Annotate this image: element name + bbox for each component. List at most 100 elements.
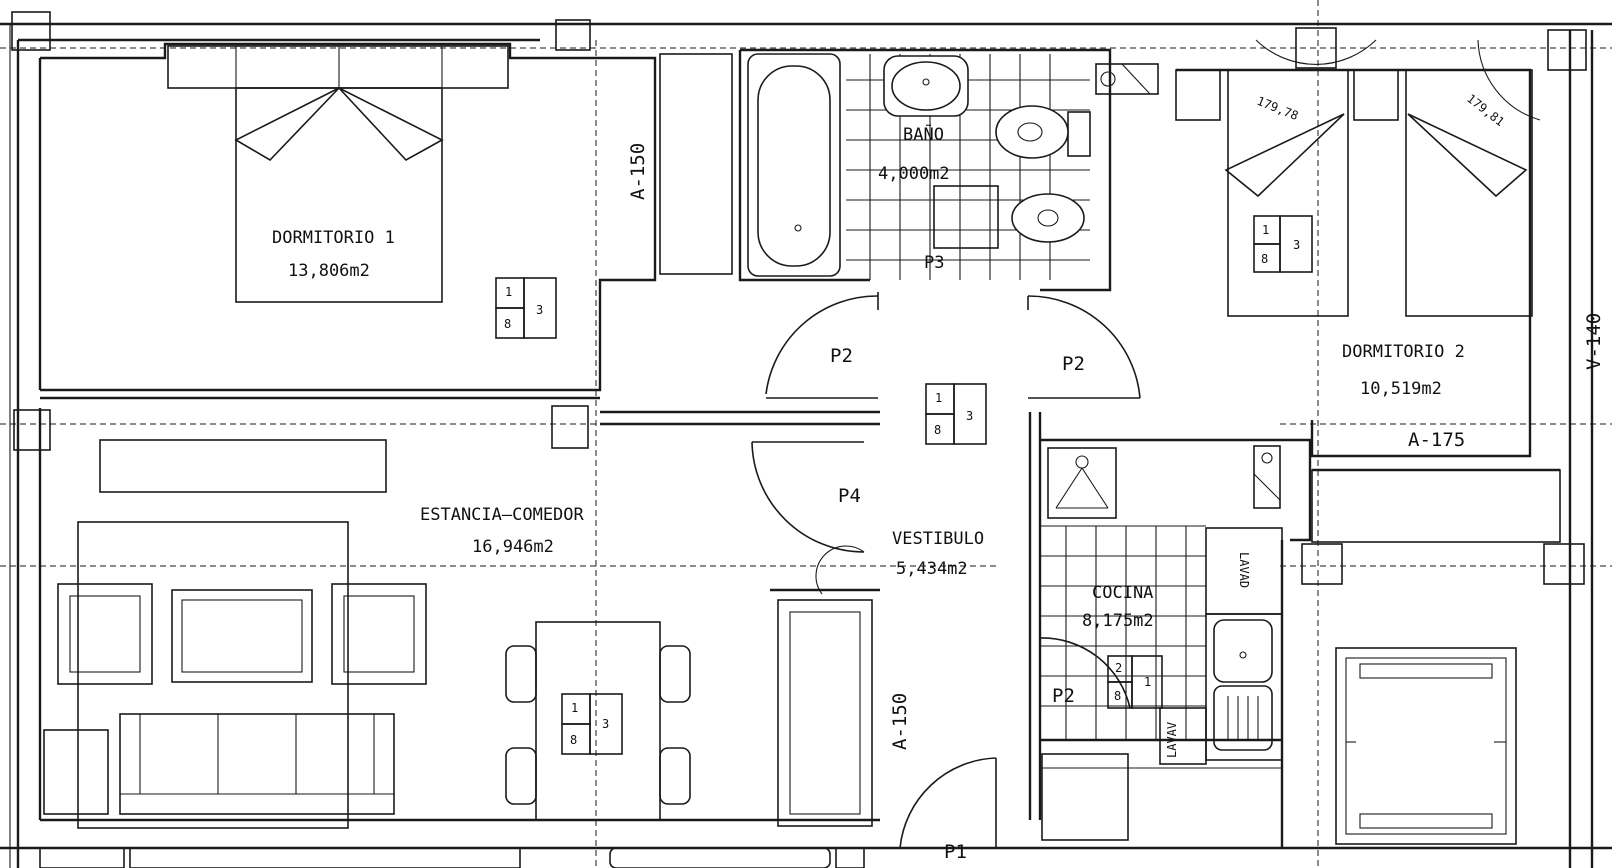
- wardrobe: [1311, 469, 1561, 543]
- pillar: [1543, 543, 1585, 585]
- extractor-hood: [1047, 447, 1117, 519]
- pillar: [11, 11, 51, 51]
- single-bed-2: [1405, 69, 1533, 317]
- duct: [1095, 63, 1159, 95]
- a150-top-label: A-150: [627, 143, 649, 200]
- door-p1-swing: [899, 757, 997, 849]
- sock-3b: 3: [1293, 238, 1300, 252]
- chair: [659, 645, 691, 703]
- sink-counter: [1205, 613, 1283, 761]
- bano-area: 4,000m2: [878, 164, 950, 184]
- nightstand: [1175, 69, 1221, 121]
- dining-table: [535, 621, 661, 821]
- pillow: [338, 87, 444, 162]
- socket-box: [589, 693, 623, 755]
- estancia-name: ESTANCIA–COMEDOR: [420, 505, 585, 525]
- window-arc: [1477, 39, 1541, 121]
- door-p2-kitchen-swing: [1039, 637, 1131, 709]
- socket-box: [953, 383, 987, 445]
- sock-1e: 1: [1144, 675, 1151, 689]
- cocina: [1039, 438, 1312, 848]
- sock-8e: 8: [1114, 689, 1121, 703]
- sock-1d: 1: [571, 701, 578, 715]
- door-p2-kitchen-label: P2: [1052, 685, 1075, 707]
- a150-bottom-label: A-150: [889, 693, 911, 750]
- pillar: [13, 409, 51, 451]
- dormitorio2-area: 10,519m2: [1360, 379, 1442, 399]
- armchair-right: [331, 583, 427, 685]
- single-bed-1: [1227, 69, 1349, 317]
- side-table: [43, 729, 109, 815]
- estancia-area: 16,946m2: [472, 537, 554, 557]
- door-p1-label: P1: [944, 841, 967, 863]
- chair: [659, 747, 691, 805]
- headboard: [167, 45, 509, 89]
- sock-2e: 2: [1115, 661, 1122, 675]
- pillar: [551, 405, 589, 449]
- lavad-label: LAVAD: [1237, 552, 1251, 588]
- bano: [738, 48, 1159, 292]
- dormitorio2-name: DORMITORIO 2: [1342, 342, 1465, 362]
- door-p3-label: P3: [924, 253, 944, 273]
- socket-box: [523, 277, 557, 339]
- door-p2-right-label: P2: [1062, 353, 1085, 375]
- bidet: [1011, 193, 1085, 243]
- chair: [505, 747, 537, 805]
- sock-8a: 8: [504, 317, 511, 331]
- sock-1a: 1: [505, 285, 512, 299]
- door-p2-right-swing: [1027, 295, 1141, 399]
- bano-name: BAÑO: [903, 123, 944, 145]
- coffee-table: [171, 589, 313, 683]
- sock-8c: 8: [934, 423, 941, 437]
- pillar: [1301, 543, 1343, 585]
- dormitorio-1: [40, 42, 733, 400]
- pillow: [1407, 113, 1528, 198]
- door-p4-label: P4: [838, 485, 861, 507]
- fridge: [1041, 753, 1129, 841]
- a175-label: A-175: [1408, 429, 1465, 451]
- pillow: [234, 87, 340, 162]
- pillar: [555, 19, 591, 51]
- rug: [77, 521, 349, 829]
- hall-wardrobe: [777, 599, 873, 827]
- sock-3d: 3: [602, 717, 609, 731]
- window-arc: [1255, 39, 1377, 65]
- socket-box: [1279, 215, 1313, 273]
- angle-2-label: 179,81: [1464, 91, 1507, 129]
- dishwasher: [1159, 707, 1207, 765]
- armchair-left: [57, 583, 153, 685]
- wardrobe: [659, 53, 733, 275]
- sofa: [119, 713, 395, 815]
- bathtub: [747, 53, 841, 277]
- chair: [505, 645, 537, 703]
- dormitorio1-name: DORMITORIO 1: [272, 228, 395, 248]
- lower-right-room: [1335, 647, 1517, 845]
- sink-drainer: [1213, 685, 1273, 751]
- nightstand: [1353, 69, 1399, 121]
- bed-frame: [1335, 647, 1517, 845]
- shaft: [933, 185, 999, 249]
- toilet-tank: [1067, 111, 1091, 157]
- socket-box: [1131, 655, 1163, 709]
- vestibulo-area: 5,434m2: [896, 559, 968, 579]
- dormitorio1-area: 13,806m2: [288, 261, 370, 281]
- washbasin-bowl: [891, 61, 961, 111]
- cocina-area: 8,175m2: [1082, 611, 1154, 631]
- sock-8b: 8: [1261, 252, 1268, 266]
- pillow: [1224, 113, 1345, 198]
- lavav-label: LAVAV: [1165, 722, 1179, 758]
- v140-label: V-140: [1583, 313, 1605, 370]
- exterior-walls: [0, 22, 1612, 868]
- door-p4-swing: [751, 441, 865, 553]
- sock-3c: 3: [966, 409, 973, 423]
- boiler: [1253, 445, 1281, 509]
- angle-1-label: 179,78: [1255, 94, 1300, 123]
- sock-3a: 3: [536, 303, 543, 317]
- kitchen-tiles: [1040, 525, 1206, 740]
- sock-1c: 1: [935, 391, 942, 405]
- dormitorio-2: [1175, 39, 1561, 543]
- vestibulo-name: VESTIBULO: [892, 529, 984, 549]
- cocina-name: COCINA: [1092, 583, 1153, 603]
